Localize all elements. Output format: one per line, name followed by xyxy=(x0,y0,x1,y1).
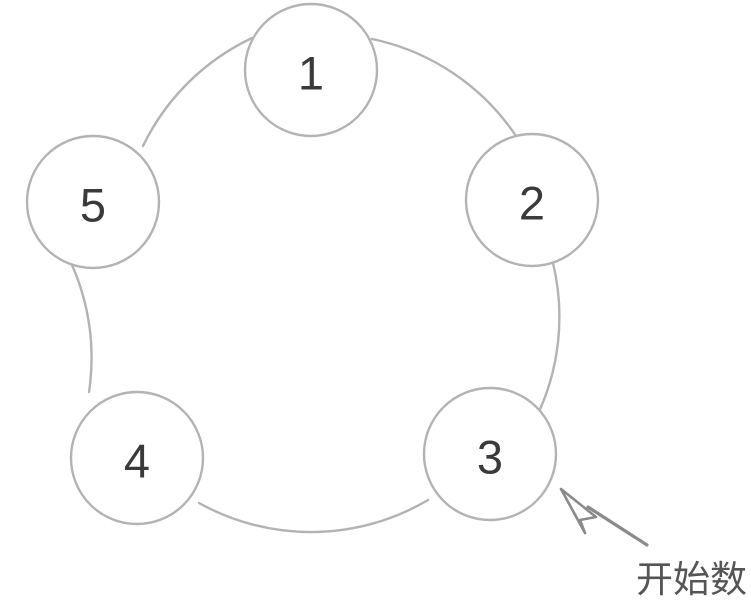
edge-2-to-3 xyxy=(534,261,561,420)
edge-4-to-5 xyxy=(70,263,93,394)
node-5-circle[interactable] xyxy=(25,134,161,270)
node-5[interactable]: 5 xyxy=(25,134,161,270)
node-1-label: 1 xyxy=(298,47,324,100)
node-5-label: 5 xyxy=(80,179,106,232)
node-1[interactable]: 1 xyxy=(243,2,379,138)
node-4[interactable]: 4 xyxy=(69,390,205,526)
start-count-annotation-label: 开始数 xyxy=(636,558,747,601)
node-2-label: 2 xyxy=(519,177,545,230)
edge-5-to-1 xyxy=(141,36,254,148)
arrow-head-icon xyxy=(559,487,598,535)
node-4-label: 4 xyxy=(124,435,150,488)
edge-1-to-2 xyxy=(370,37,518,138)
node-2[interactable]: 2 xyxy=(464,132,600,268)
node-3-label: 3 xyxy=(477,431,503,484)
start-pointer-arrow xyxy=(559,487,649,547)
node-2-circle[interactable] xyxy=(464,132,600,268)
ring-edges xyxy=(70,36,561,534)
node-1-circle[interactable] xyxy=(243,2,379,138)
nodes: 1 2 3 4 5 xyxy=(25,2,600,526)
edge-3-to-4 xyxy=(197,498,430,534)
node-3-circle[interactable] xyxy=(422,386,558,522)
node-3[interactable]: 3 xyxy=(422,386,558,522)
arrow-shaft-line xyxy=(586,505,649,547)
node-4-circle[interactable] xyxy=(69,390,205,526)
